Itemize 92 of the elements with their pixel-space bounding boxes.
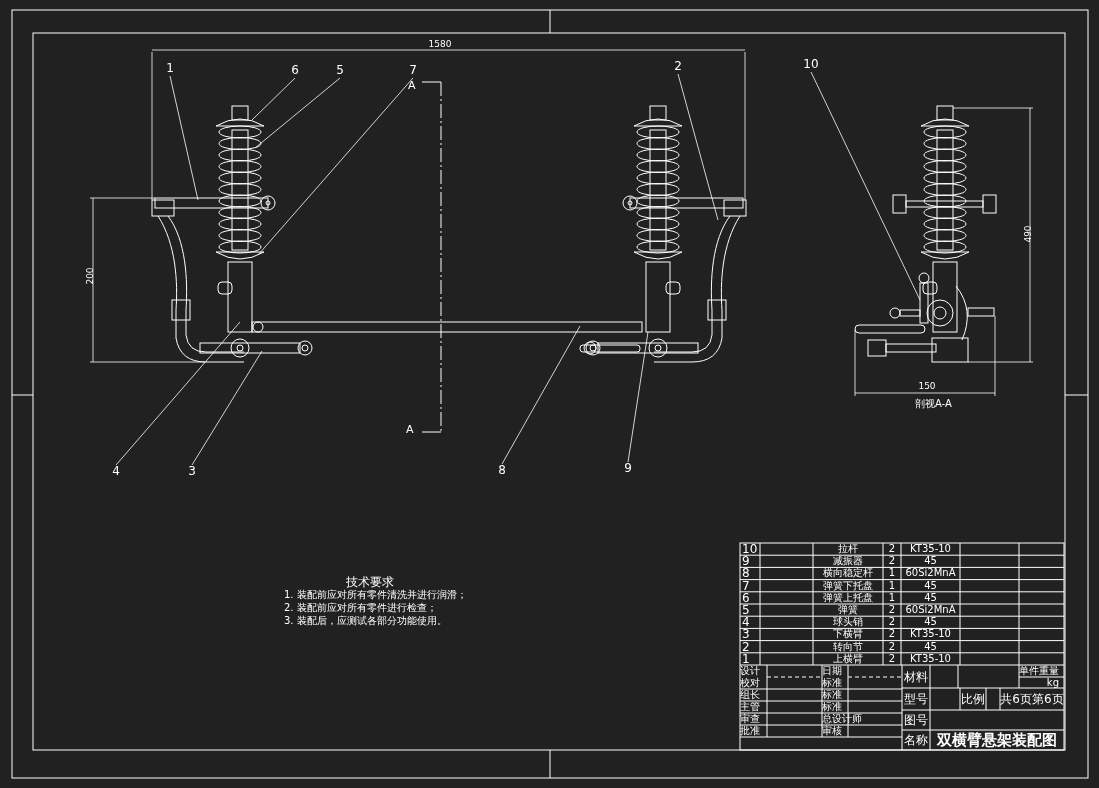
title-block-text: kg: [1045, 677, 1060, 688]
title-block-text: 组长: [740, 689, 761, 701]
table-cell-text: 减振器: [832, 555, 864, 567]
item-number: 6: [741, 591, 751, 604]
callout-number: 4: [108, 465, 124, 479]
leader-line: [191, 350, 263, 466]
callout-number: 9: [620, 462, 636, 476]
leader-line: [810, 71, 921, 301]
title-block-text: 型号: [903, 691, 929, 708]
table-cell-text: KT35-10: [909, 652, 952, 665]
table-cell-text: KT35-10: [909, 628, 952, 641]
table-cell-text: 1: [887, 579, 897, 592]
callout-number: 6: [287, 64, 303, 78]
table-cell-text: 45: [923, 616, 938, 629]
table-cell-text: 拉杆: [837, 543, 859, 555]
item-number: 10: [741, 543, 759, 556]
table-cell-text: 2: [887, 628, 897, 641]
table-cell-text: 弹簧上托盘: [822, 591, 874, 604]
title-block-text: 标准: [822, 689, 843, 701]
item-number: 8: [741, 567, 751, 580]
dimension-label: 1580: [427, 40, 453, 50]
title-block-text: 标准: [822, 701, 843, 713]
callout-number: 1: [162, 62, 178, 76]
leader-line: [254, 77, 341, 149]
note-text: 1. 装配前应对所有零件清洗并进行润滑；: [284, 590, 468, 602]
table-cell-text: 弹簧: [837, 604, 859, 616]
leader-line: [257, 77, 414, 256]
leader-line: [115, 321, 241, 466]
item-number: 1: [741, 652, 750, 665]
leader-line: [501, 325, 581, 465]
leader-line: [169, 75, 199, 201]
drawing-title: 双横臂悬架装配图: [935, 730, 1058, 750]
dimension-label: 150: [917, 382, 937, 392]
table-cell-text: 45: [923, 579, 938, 592]
callout-number: 7: [405, 64, 421, 78]
table-cell-text: 2: [887, 640, 897, 653]
title-block-text: 审核: [822, 725, 843, 737]
title-block-text: 名称: [903, 732, 929, 749]
table-cell-text: 2: [887, 652, 897, 665]
leader-line: [627, 331, 649, 463]
title-block-text: 标准: [822, 677, 843, 689]
table-cell-text: KT35-10: [909, 543, 952, 556]
table-cell-text: 1: [887, 591, 897, 604]
item-number: 3: [741, 628, 751, 641]
table-cell-text: 横向稳定杆: [822, 567, 874, 580]
item-number: 7: [741, 579, 751, 592]
section-mark: A: [406, 424, 415, 436]
note-text: 2. 装配前应对所有零件进行检查；: [284, 603, 438, 615]
table-cell-text: 1: [887, 567, 897, 580]
callout-number: 3: [184, 465, 200, 479]
table-cell-text: 60Si2MnA: [904, 604, 957, 617]
title-block-text: 日期: [822, 665, 843, 677]
item-number: 5: [741, 604, 751, 617]
table-cell-text: 下横臂: [832, 628, 864, 641]
item-number: 4: [741, 616, 751, 629]
table-cell-text: 球头销: [832, 616, 864, 628]
table-cell-text: 2: [887, 616, 897, 629]
title-block-text: 图号: [903, 712, 929, 729]
table-cell-text: 45: [923, 640, 938, 653]
callout-number: 10: [803, 58, 819, 72]
note-heading: 技术要求: [345, 576, 395, 589]
callout-number: 8: [494, 464, 510, 478]
table-cell-text: 上横臂: [832, 652, 864, 665]
leader-line: [251, 77, 296, 121]
table-cell-text: 2: [887, 543, 897, 556]
table-cell-text: 2: [887, 604, 897, 617]
dimension-label: 490: [1024, 224, 1034, 245]
title-block-text: 批准: [740, 725, 761, 737]
callout-number: 5: [332, 64, 348, 78]
title-block-text: 共6页第6页: [1000, 691, 1064, 708]
section-mark: A: [408, 80, 417, 92]
title-block-text: 主管: [740, 701, 761, 713]
title-block-text: 审查: [740, 713, 761, 725]
title-block-text: 单件重量: [1019, 665, 1060, 677]
item-number: 2: [741, 640, 751, 653]
title-block-text: 设计: [740, 665, 761, 677]
table-cell-text: 45: [923, 591, 938, 604]
table-cell-text: 2: [887, 555, 897, 568]
title-block-text: 校对: [740, 677, 761, 689]
title-block-text: 总设计师: [822, 713, 862, 725]
note-text: 剖视A-A: [915, 399, 953, 411]
table-cell-text: 转向节: [832, 640, 864, 653]
table-cell-text: 45: [923, 555, 938, 568]
table-cell-text: 弹簧下托盘: [822, 579, 874, 592]
title-block-text: 比例: [960, 691, 986, 708]
title-block-text: 材料: [903, 668, 929, 686]
leader-line: [677, 73, 719, 221]
note-text: 3. 装配后，应测试各部分功能使用。: [284, 616, 448, 628]
table-cell-text: 60Si2MnA: [904, 567, 957, 580]
dimension-label: 200: [86, 266, 96, 287]
item-number: 9: [741, 555, 751, 568]
callout-number: 2: [670, 60, 686, 74]
